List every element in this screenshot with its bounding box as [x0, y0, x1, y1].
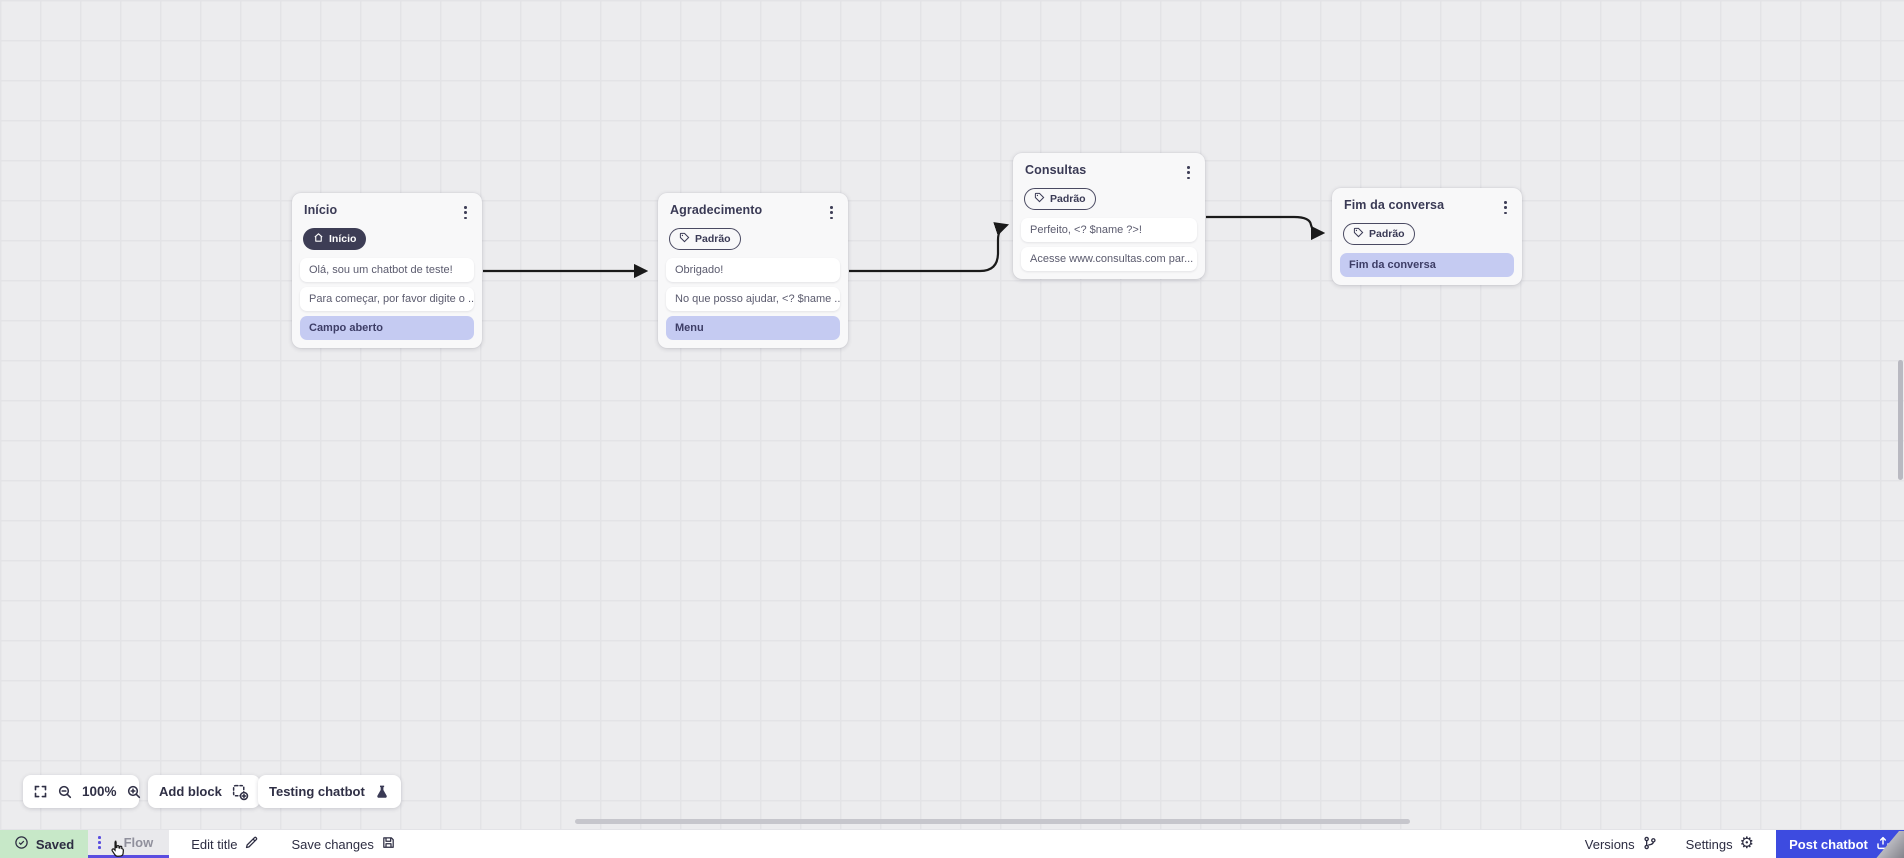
wire-consultas-fim	[1206, 215, 1326, 241]
message-list: Fim da conversa	[1340, 253, 1514, 278]
settings-button[interactable]: Settings ⚙	[1686, 830, 1754, 858]
node-inicio[interactable]: Início Início Olá, sou um chatbot de tes…	[292, 193, 482, 349]
bottom-statusbar: Saved Flow Edit title Save changes	[0, 829, 1904, 858]
horizontal-scrollbar[interactable]	[575, 819, 1410, 824]
add-block-label: Add block	[159, 784, 222, 799]
node-consultas[interactable]: Consultas Padrão Perfeito, <? $name ?>! …	[1013, 153, 1205, 280]
start-badge: Início	[303, 228, 367, 251]
tag-label: Padrão	[695, 233, 731, 246]
versions-label: Versions	[1584, 836, 1635, 852]
node-header: Fim da conversa	[1340, 196, 1514, 217]
check-circle-icon	[14, 835, 29, 853]
tag-label: Padrão	[1050, 193, 1086, 206]
node-agradecimento[interactable]: Agradecimento Padrão Obrigado! No que po…	[658, 193, 848, 349]
node-header: Agradecimento	[666, 201, 840, 222]
tag-icon	[679, 232, 690, 246]
settings-label: Settings	[1685, 836, 1733, 852]
message-list: Perfeito, <? $name ?>! Acesse www.consul…	[1021, 218, 1197, 272]
edit-title-button[interactable]: Edit title	[191, 830, 259, 858]
action-block[interactable]: Fim da conversa	[1340, 253, 1514, 278]
save-changes-label: Save changes	[291, 836, 374, 852]
node-menu-icon[interactable]	[1182, 163, 1195, 182]
tag-label: Padrão	[1369, 228, 1405, 241]
start-badge-label: Início	[329, 233, 357, 246]
pencil-icon	[244, 835, 259, 853]
zoom-out-icon[interactable]	[57, 784, 73, 800]
tab-flow[interactable]: Flow	[88, 830, 170, 858]
wire-agradecimento-consultas	[849, 222, 1010, 273]
edit-title-label: Edit title	[191, 836, 238, 852]
message-bubble[interactable]: Olá, sou um chatbot de teste!	[300, 258, 474, 283]
connection-wires	[483, 215, 1326, 279]
testing-chatbot-button[interactable]: Testing chatbot	[258, 775, 401, 808]
fullscreen-icon[interactable]	[33, 784, 48, 799]
node-title: Consultas	[1025, 163, 1087, 177]
save-changes-button[interactable]: Save changes	[291, 830, 395, 858]
gear-icon: ⚙	[1739, 835, 1754, 852]
zoom-in-icon[interactable]	[126, 784, 142, 800]
node-menu-icon[interactable]	[825, 203, 838, 222]
saved-label: Saved	[35, 836, 75, 852]
add-block-button[interactable]: Add block	[148, 775, 260, 808]
message-bubble[interactable]: No que posso ajudar, <? $name ...	[666, 287, 840, 312]
home-icon	[313, 232, 324, 246]
tag-icon	[1353, 227, 1364, 241]
message-bubble[interactable]: Obrigado!	[666, 258, 840, 283]
node-menu-icon[interactable]	[459, 203, 472, 222]
message-bubble[interactable]: Acesse www.consultas.com par...	[1021, 247, 1197, 272]
node-title: Agradecimento	[670, 203, 763, 217]
flask-icon	[374, 784, 390, 800]
mouse-cursor-hand	[107, 838, 128, 858]
versions-button[interactable]: Versions	[1585, 830, 1658, 858]
zoom-level: 100%	[82, 784, 117, 799]
node-title: Fim da conversa	[1344, 198, 1445, 212]
node-menu-icon[interactable]	[1499, 198, 1512, 217]
tag-pill: Padrão	[1343, 223, 1415, 246]
node-header: Consultas	[1021, 161, 1197, 182]
message-list: Obrigado! No que posso ajudar, <? $name …	[666, 258, 840, 341]
saved-status: Saved	[0, 830, 88, 858]
save-icon	[381, 835, 396, 853]
message-list: Olá, sou um chatbot de teste! Para começ…	[300, 258, 474, 341]
add-block-icon	[231, 783, 249, 801]
tag-pill: Padrão	[669, 228, 741, 251]
node-title: Início	[304, 203, 338, 217]
testing-chatbot-label: Testing chatbot	[269, 784, 365, 799]
message-bubble[interactable]: Perfeito, <? $name ?>!	[1021, 218, 1197, 243]
vertical-scrollbar[interactable]	[1898, 360, 1903, 480]
screenshot-corner-artifact	[1872, 831, 1904, 858]
action-block[interactable]: Campo aberto	[300, 316, 474, 341]
flow-tab-label: Flow	[123, 835, 154, 850]
flow-canvas[interactable]: Início Início Olá, sou um chatbot de tes…	[0, 0, 1904, 829]
flow-menu-icon[interactable]	[92, 836, 107, 849]
message-bubble[interactable]: Para começar, por favor digite o ...	[300, 287, 474, 312]
branch-icon	[1642, 835, 1658, 854]
zoom-toolbar: 100%	[23, 775, 142, 808]
tag-pill: Padrão	[1024, 188, 1096, 211]
node-fim-da-conversa[interactable]: Fim da conversa Padrão Fim da conversa	[1332, 188, 1522, 286]
tag-icon	[1034, 192, 1045, 206]
post-chatbot-label: Post chatbot	[1789, 836, 1868, 852]
node-header: Início	[300, 201, 474, 222]
action-block[interactable]: Menu	[666, 316, 840, 341]
